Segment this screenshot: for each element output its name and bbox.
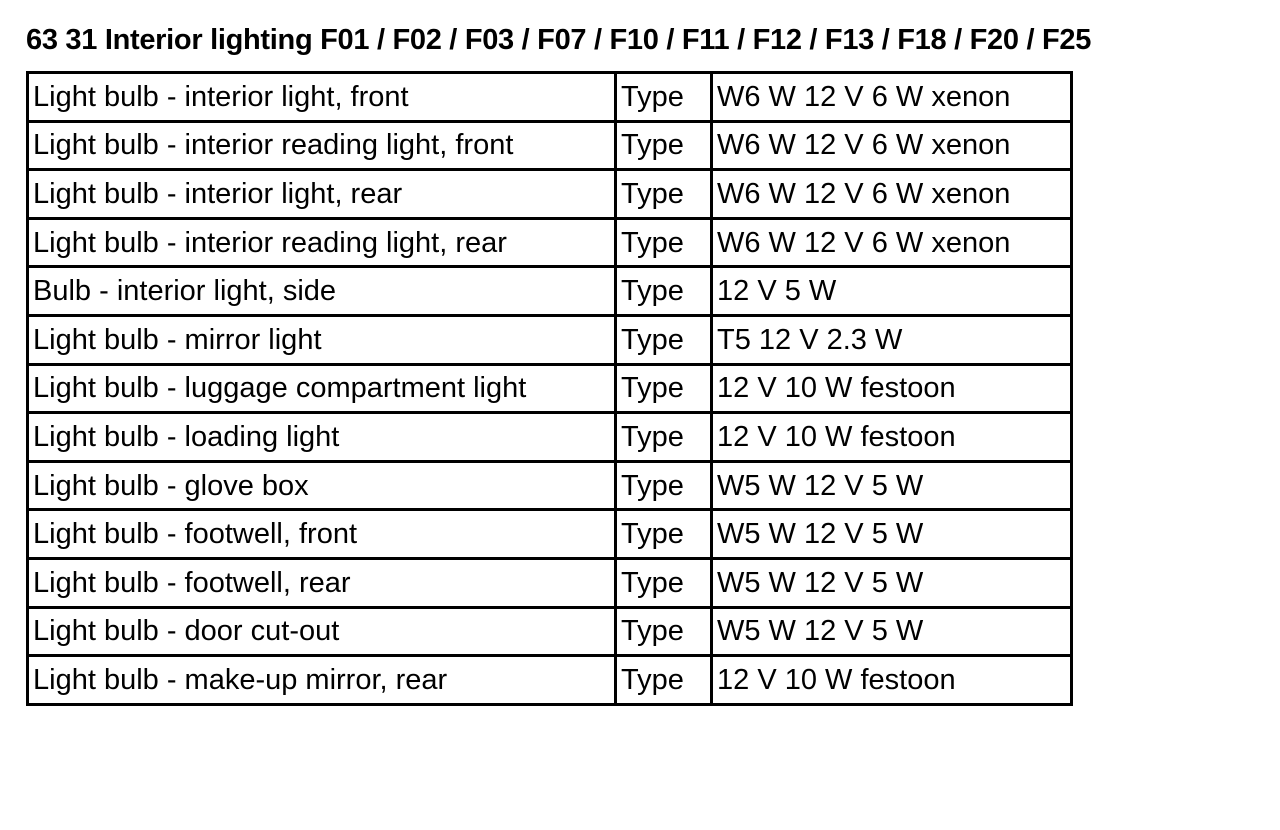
bulb-type-value-cell: 12 V 10 W festoon (710, 411, 1073, 463)
bulb-description-cell: Light bulb - mirror light (26, 313, 617, 366)
bulb-description-cell: Light bulb - interior reading light, fro… (26, 119, 617, 172)
type-label-cell: Type (614, 71, 713, 123)
table-row: Light bulb - footwell, front Type W5 W 1… (26, 508, 1073, 560)
bulb-type-value-cell: W6 W 12 V 6 W xenon (710, 216, 1073, 269)
bulb-description-cell: Bulb - interior light, side (26, 265, 617, 317)
bulb-type-value-cell: T5 12 V 2.3 W (710, 313, 1073, 366)
bulb-description-cell: Light bulb - footwell, front (26, 508, 617, 560)
type-label-cell: Type (614, 362, 713, 415)
type-label-cell: Type (614, 168, 713, 220)
bulb-type-value-cell: W5 W 12 V 5 W (710, 459, 1073, 512)
type-label-cell: Type (614, 411, 713, 463)
type-label-cell: Type (614, 119, 713, 172)
type-label-cell: Type (614, 605, 713, 658)
bulb-spec-table: Light bulb - interior light, front Type … (26, 71, 1073, 706)
type-label-cell: Type (614, 556, 713, 609)
table-row: Light bulb - make-up mirror, rear Type 1… (26, 654, 1073, 706)
type-label-cell: Type (614, 265, 713, 317)
table-row: Light bulb - interior light, front Type … (26, 71, 1073, 123)
type-label-cell: Type (614, 216, 713, 269)
table-row: Light bulb - interior light, rear Type W… (26, 168, 1073, 220)
bulb-description-cell: Light bulb - interior reading light, rea… (26, 216, 617, 269)
table-row: Bulb - interior light, side Type 12 V 5 … (26, 265, 1073, 317)
bulb-description-cell: Light bulb - interior light, rear (26, 168, 617, 220)
bulb-description-cell: Light bulb - interior light, front (26, 71, 617, 123)
table-row: Light bulb - interior reading light, rea… (26, 216, 1073, 269)
table-row: Light bulb - glove box Type W5 W 12 V 5 … (26, 459, 1073, 512)
bulb-description-cell: Light bulb - make-up mirror, rear (26, 654, 617, 706)
bulb-type-value-cell: 12 V 10 W festoon (710, 362, 1073, 415)
type-label-cell: Type (614, 313, 713, 366)
bulb-type-value-cell: W5 W 12 V 5 W (710, 605, 1073, 658)
bulb-type-value-cell: 12 V 5 W (710, 265, 1073, 317)
type-label-cell: Type (614, 654, 713, 706)
bulb-type-value-cell: 12 V 10 W festoon (710, 654, 1073, 706)
bulb-type-value-cell: W6 W 12 V 6 W xenon (710, 71, 1073, 123)
table-row: Light bulb - footwell, rear Type W5 W 12… (26, 556, 1073, 609)
bulb-description-cell: Light bulb - footwell, rear (26, 556, 617, 609)
bulb-type-value-cell: W6 W 12 V 6 W xenon (710, 119, 1073, 172)
table-row: Light bulb - mirror light Type T5 12 V 2… (26, 313, 1073, 366)
page-title: 63 31 Interior lighting F01 / F02 / F03 … (26, 24, 1092, 56)
bulb-type-value-cell: W5 W 12 V 5 W (710, 556, 1073, 609)
type-label-cell: Type (614, 508, 713, 560)
table-row: Light bulb - luggage compartment light T… (26, 362, 1073, 415)
table-row: Light bulb - door cut-out Type W5 W 12 V… (26, 605, 1073, 658)
bulb-type-value-cell: W5 W 12 V 5 W (710, 508, 1073, 560)
bulb-description-cell: Light bulb - glove box (26, 459, 617, 512)
bulb-description-cell: Light bulb - door cut-out (26, 605, 617, 658)
type-label-cell: Type (614, 459, 713, 512)
bulb-type-value-cell: W6 W 12 V 6 W xenon (710, 168, 1073, 220)
bulb-description-cell: Light bulb - luggage compartment light (26, 362, 617, 415)
table-row: Light bulb - interior reading light, fro… (26, 119, 1073, 172)
bulb-spec-table-body: Light bulb - interior light, front Type … (26, 71, 1073, 706)
bulb-description-cell: Light bulb - loading light (26, 411, 617, 463)
table-row: Light bulb - loading light Type 12 V 10 … (26, 411, 1073, 463)
